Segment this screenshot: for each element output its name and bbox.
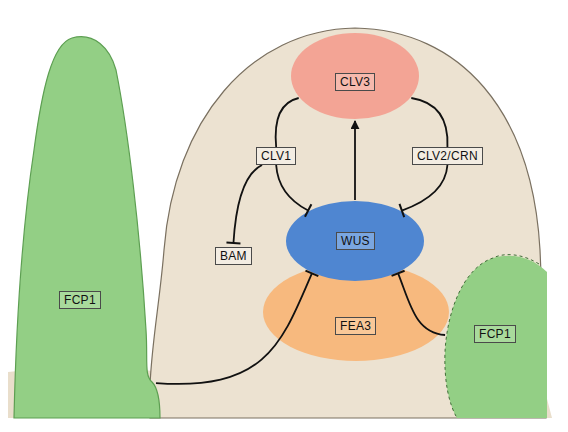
wus-domain-fill bbox=[286, 201, 424, 281]
leaf-outline bbox=[14, 37, 160, 418]
repression-line bbox=[402, 165, 448, 211]
primordium-fill bbox=[445, 256, 547, 418]
gene-label: CLV1 bbox=[261, 149, 291, 163]
meristem-dome bbox=[150, 28, 546, 418]
gene-label: BAM bbox=[220, 249, 247, 263]
regulation-line bbox=[276, 98, 299, 147]
gene-label: FCP1 bbox=[59, 291, 101, 309]
wus-domain: WUS bbox=[285, 200, 425, 282]
leaf-primordium-shape bbox=[12, 30, 162, 418]
leaf-primordium: FCP1 bbox=[443, 252, 547, 418]
regulation-line bbox=[411, 98, 447, 147]
receptor-box: CLV1 bbox=[256, 147, 296, 165]
gene-label: FEA3 bbox=[335, 317, 376, 335]
gene-label: CLV2/CRN bbox=[417, 149, 478, 163]
clv3-domain-fill bbox=[291, 33, 419, 119]
leaf-primordium: FCP1 bbox=[12, 30, 162, 418]
receptor-box: BAM bbox=[215, 247, 252, 265]
gene-label: FCP1 bbox=[474, 325, 516, 343]
gene-label: CLV3 bbox=[335, 73, 375, 91]
receptor-box: CLV2/CRN bbox=[412, 147, 483, 165]
repression-line bbox=[233, 165, 262, 243]
repression-line bbox=[276, 165, 308, 211]
regulation-line bbox=[354, 121, 356, 200]
primordium-dashed-edge bbox=[445, 255, 539, 418]
gene-label: WUS bbox=[336, 232, 375, 250]
clv3-domain: CLV3 bbox=[290, 32, 420, 120]
